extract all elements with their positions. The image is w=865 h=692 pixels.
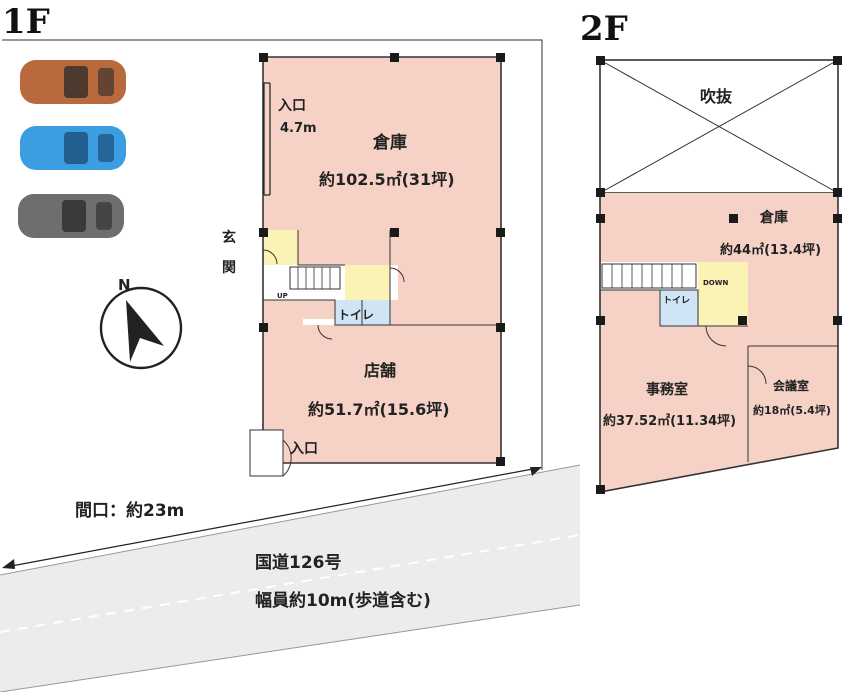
warehouse-1f-name: 倉庫 (372, 132, 407, 153)
floor2-title: 2F (580, 9, 628, 49)
door-swing-icon (262, 249, 278, 265)
toilet-2f-label: トイレ (663, 295, 690, 306)
building-wall (263, 56, 502, 464)
office-area: 約37.52㎡(11.34坪) (603, 413, 736, 429)
columns-2f (596, 56, 842, 494)
arrow-head-left-icon (2, 559, 15, 569)
toilet-2f (660, 290, 698, 326)
car-3-icon (18, 194, 124, 238)
entrance-porch (249, 429, 284, 477)
landing-2f (698, 262, 748, 326)
door-swing-icon (705, 325, 727, 347)
road-edge-bottom (0, 604, 581, 692)
toilet-1f-label: トイレ (338, 308, 374, 322)
genkan-label-2: 関 (222, 260, 236, 276)
frontage-arrow (5, 467, 539, 568)
genkan-area (263, 230, 298, 265)
car-1-icon (20, 60, 126, 104)
compass-icon: N (99, 276, 183, 370)
top-entrance-label: 入口 (278, 98, 306, 114)
door-swing-icon (317, 324, 333, 340)
arrow-head-right-icon (530, 467, 542, 476)
door-swing-icon (282, 439, 292, 477)
genkan-wall (297, 230, 345, 266)
compass-north-label: N (118, 276, 131, 294)
floor2-rooms (600, 193, 838, 492)
top-entrance-width: 4.7m (280, 121, 317, 136)
office-name: 事務室 (646, 381, 688, 398)
warehouse-2f-name: 倉庫 (759, 209, 788, 226)
meeting-name: 会議室 (773, 378, 809, 393)
bottom-entrance-label: 入口 (290, 441, 318, 457)
warehouse-1f-area: 約102.5㎡(31坪) (319, 170, 455, 189)
stairs-2f (601, 263, 697, 289)
car-2-icon (20, 126, 126, 170)
road-name: 国道126号 (255, 552, 342, 573)
stair-hall-2f (600, 262, 698, 290)
shop-name: 店舗 (364, 361, 396, 380)
road-center-line (0, 534, 581, 633)
void-cross (599, 59, 839, 194)
stairs-1f (289, 266, 341, 290)
landing-wall (600, 289, 748, 327)
door-swing-icon (747, 365, 767, 385)
meeting-area: 約18㎡(5.4坪) (753, 403, 831, 417)
genkan-label-1: 玄 (222, 229, 236, 246)
stairs-down-label: DOWN (703, 279, 728, 287)
road-edge-top (0, 464, 581, 576)
floor1-title: 1F (2, 2, 50, 42)
shop-area: 約51.7㎡(15.6坪) (308, 400, 450, 419)
site-boundary (2, 39, 543, 470)
columns-1f (259, 53, 505, 466)
stairs-up-label: UP (277, 292, 288, 300)
road-width: 幅員約10m(歩道含む) (255, 590, 431, 611)
top-entrance-opening (263, 82, 271, 196)
frontage-label: 間口：約23m (75, 500, 184, 521)
door-swing-icon (389, 267, 405, 283)
void-label: 吹抜 (700, 87, 733, 106)
shop-room (263, 300, 501, 463)
warehouse-2f-area: 約44㎡(13.4坪) (720, 242, 821, 258)
entry-hall (345, 265, 390, 300)
road (0, 465, 580, 692)
